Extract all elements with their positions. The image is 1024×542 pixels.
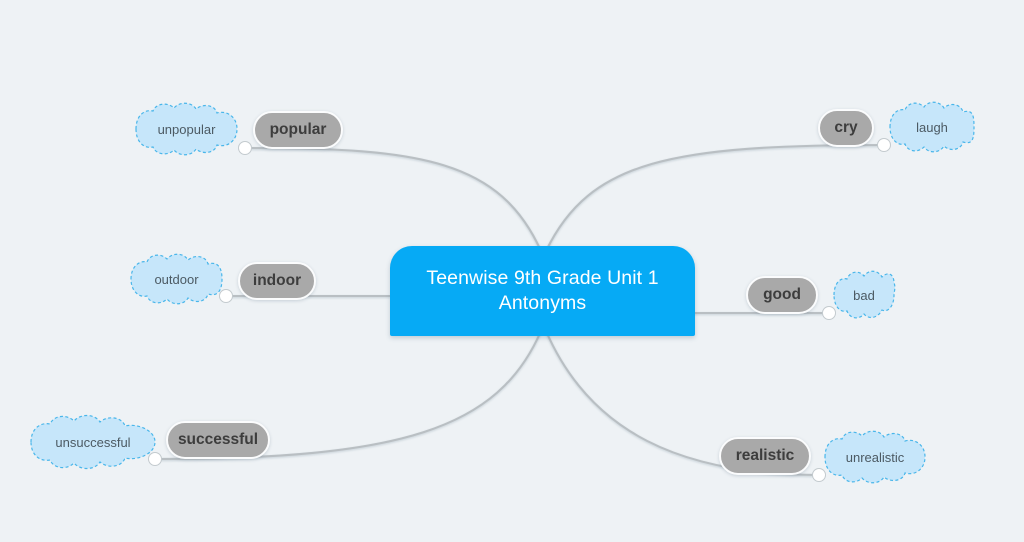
- cloud-shape-icon: [889, 101, 975, 153]
- cloud-shape-icon: [833, 270, 896, 319]
- connector-dot-realistic[interactable]: [812, 468, 826, 482]
- central-node-line2: Antonyms: [498, 292, 587, 314]
- edge-cry: [544, 143, 886, 253]
- central-node-line1: Teenwise 9th Grade Unit 1: [426, 267, 659, 290]
- cloud-label: laugh: [916, 119, 948, 135]
- connector-dot-cry[interactable]: [877, 138, 891, 152]
- connector-dot-popular[interactable]: [238, 141, 252, 155]
- cloud-label: outdoor: [154, 271, 199, 287]
- cloud-node-bad[interactable]: bad: [828, 268, 900, 322]
- pill-label: cry: [834, 119, 858, 136]
- pill-node-popular[interactable]: popular: [253, 111, 343, 149]
- cloud-shape-icon: [824, 430, 926, 484]
- cloud-shape-icon: [130, 253, 223, 305]
- pill-node-good[interactable]: good: [746, 276, 818, 314]
- cloud-label: unrealistic: [845, 449, 905, 465]
- pill-label: indoor: [252, 272, 302, 289]
- cloud-shape-icon: [30, 414, 156, 470]
- cloud-node-unrealistic[interactable]: unrealistic: [819, 428, 931, 486]
- cloud-node-outdoor[interactable]: outdoor: [125, 251, 228, 307]
- connector-dot-indoor[interactable]: [219, 289, 233, 303]
- pill-node-realistic[interactable]: realistic: [719, 437, 811, 475]
- pill-node-successful[interactable]: successful: [166, 421, 270, 459]
- cloud-shape-icon: [135, 102, 238, 156]
- cloud-node-laugh[interactable]: laugh: [884, 99, 980, 155]
- central-node[interactable]: Teenwise 9th Grade Unit 1 Antonyms: [390, 246, 695, 336]
- pill-node-cry[interactable]: cry: [818, 109, 874, 147]
- pill-node-indoor[interactable]: indoor: [238, 262, 316, 300]
- cloud-label: unpopular: [157, 121, 216, 137]
- connector-dot-good[interactable]: [822, 306, 836, 320]
- cloud-label: unsuccessful: [55, 434, 131, 450]
- cloud-node-unpopular[interactable]: unpopular: [130, 100, 243, 158]
- pill-label: realistic: [735, 447, 795, 464]
- connector-dot-successful[interactable]: [148, 452, 162, 466]
- pill-label: good: [763, 286, 801, 303]
- cloud-label: bad: [853, 287, 875, 303]
- pill-label: popular: [269, 121, 327, 138]
- pill-label: successful: [177, 431, 259, 448]
- cloud-node-unsuccessful[interactable]: unsuccessful: [25, 412, 161, 472]
- edge-popular: [249, 146, 543, 253]
